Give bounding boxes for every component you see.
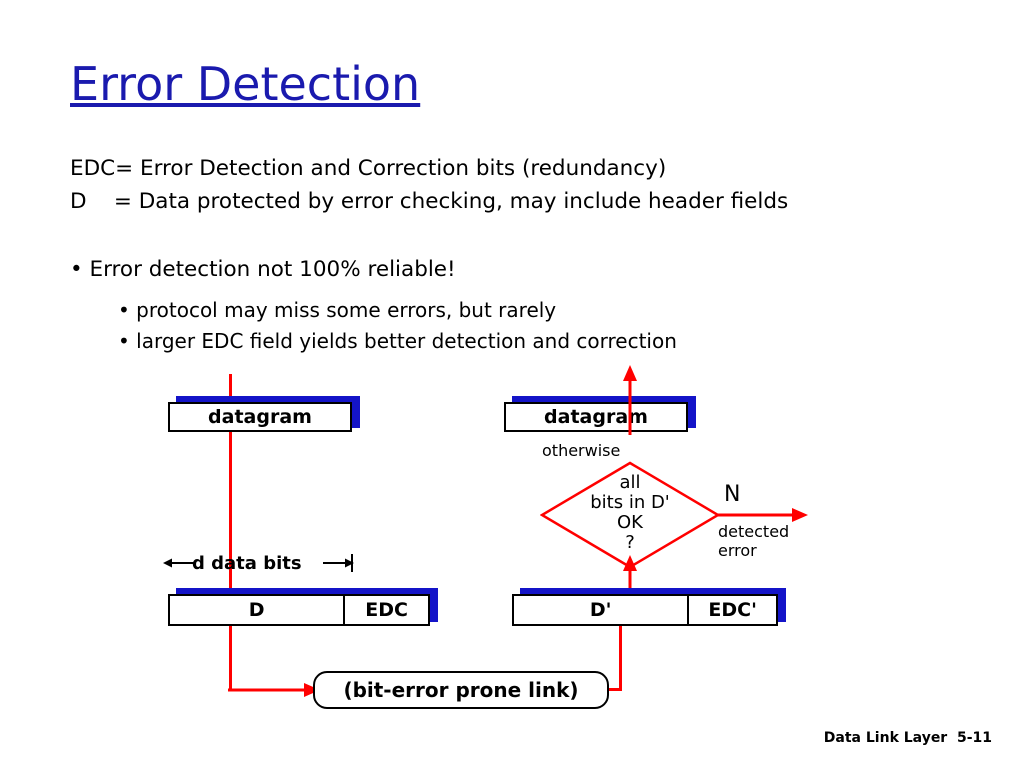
decision-line-1: all [619, 472, 641, 493]
link-label: (bit-error prone link) [343, 678, 579, 702]
sender-vertical-line [229, 374, 232, 594]
bullet-main: • Error detection not 100% reliable! [70, 257, 456, 282]
decision-line-3: OK [617, 512, 643, 533]
otherwise-label: otherwise [542, 441, 621, 460]
receiver-d-prime-label: D' [589, 599, 612, 621]
decision-line-4: ? [625, 532, 635, 553]
receiver-link-vertical [619, 626, 622, 690]
receiver-datagram-label: datagram [544, 406, 648, 428]
d-data-bits-measure [163, 554, 354, 572]
detected-error-arrow [718, 508, 808, 522]
link-label-text: bit-error prone link [352, 678, 570, 702]
sender-datagram-label: datagram [208, 406, 312, 428]
link-box: (bit-error prone link) [313, 671, 609, 709]
error-detection-diagram: datagram d data bits D EDC [0, 360, 1024, 720]
sender-datagram-box: datagram [168, 402, 352, 432]
definitions-text: EDC= Error Detection and Correction bits… [70, 156, 789, 214]
sender-d-cell: D [170, 596, 343, 624]
sender-frame-box: D EDC [168, 594, 430, 626]
receiver-link-horizontal [608, 688, 622, 691]
n-label: N [724, 482, 741, 507]
sender-edc-cell: EDC [343, 596, 428, 624]
sender-edc-label: EDC [365, 599, 408, 621]
bullet-sublist: • protocol may miss some errors, but rar… [118, 298, 677, 353]
receiver-datagram-box: datagram [504, 402, 688, 432]
sender-d-label: D [248, 599, 265, 621]
receiver-frame-box: D' EDC' [512, 594, 778, 626]
page-title: Error Detection [70, 57, 421, 111]
slide-footer: Data Link Layer 5-11 [823, 730, 992, 746]
sender-link-vertical [229, 626, 232, 689]
detected-error-label: detected error [718, 522, 790, 560]
decision-line-2: bits in D' [590, 492, 670, 513]
receiver-edc-prime-label: EDC' [708, 599, 757, 621]
receiver-edc-cell: EDC' [687, 596, 776, 624]
sender-link-arrow [228, 683, 320, 697]
receiver-d-cell: D' [514, 596, 687, 624]
otherwise-up-arrow [623, 365, 637, 435]
d-data-bits-label: d data bits [192, 553, 302, 574]
